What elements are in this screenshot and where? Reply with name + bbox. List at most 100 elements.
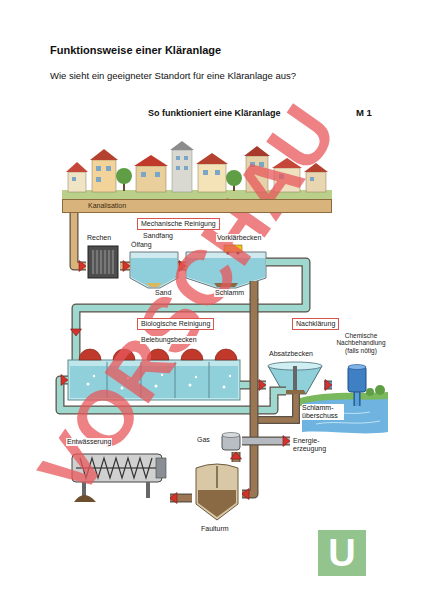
pipe-wall [120, 262, 130, 271]
node-label: Entwässerung [66, 438, 112, 446]
pipe-wall [242, 299, 254, 494]
town-illustration [106, 166, 111, 171]
pipe-wall [232, 452, 241, 462]
digester-tower: Faulturm [192, 462, 242, 535]
pipe-wall [170, 494, 192, 503]
node-label: Schlamm [214, 289, 245, 297]
absatzbecken-tank [284, 390, 306, 394]
rechen-machine [88, 246, 118, 278]
stage-tag: Biologische Reinigung [137, 318, 214, 330]
figure-title: So funktioniert eine Kläranlage [148, 108, 281, 118]
faulturm-tower [196, 464, 238, 520]
node-label: Belebungsbecken [140, 336, 198, 344]
rechen-machine [95, 250, 111, 274]
faulturm-tower [198, 490, 236, 517]
belebungsbecken-tank [79, 349, 101, 360]
pipe-connector [170, 493, 192, 504]
flow-arrowhead [259, 380, 266, 391]
belebungsbecken-tank [223, 386, 226, 389]
pipe-connector [242, 299, 254, 500]
town-illustration [184, 166, 188, 170]
node-label: Sandfang [142, 232, 174, 240]
belebungsbecken-tank [215, 349, 237, 360]
grit-chamber: SandfangÖlfangSand [130, 232, 178, 299]
gas-holder: Gas [196, 430, 242, 452]
belebungsbecken-tank [229, 375, 231, 377]
pipe-connector [324, 380, 332, 391]
flow-arrowhead [61, 375, 68, 386]
river [300, 385, 388, 433]
gas-tank [222, 433, 240, 451]
pipe-fill [74, 213, 86, 266]
chemical-treatment-cylinder [348, 366, 366, 392]
chemical-treatment-cylinder [348, 365, 366, 370]
town-illustration [90, 149, 118, 160]
faulturm-tower [216, 466, 218, 488]
primary-clarifier: VorklärbeckenSchlamm [186, 232, 266, 299]
node-label: Nachklärung [296, 320, 335, 328]
belebungsbecken-tank [195, 376, 197, 378]
town-illustration [155, 172, 160, 177]
chemical-treatment-cylinder [348, 365, 366, 407]
flow-arrowhead [325, 380, 332, 391]
river [366, 388, 374, 396]
flow-arrowhead [231, 452, 242, 459]
pipe-connector [74, 213, 86, 272]
screen-unit: Rechen [86, 234, 120, 280]
chemical-treatment-cylinder [354, 392, 361, 406]
belebungsbecken-tank [73, 336, 80, 362]
dewatering-press [156, 458, 166, 478]
absatzbecken-tank [274, 391, 286, 399]
vorklaerbecken-tank [250, 281, 259, 300]
node-label: Rechen [86, 234, 112, 242]
callout-label: Schlamm- überschuss [302, 404, 344, 420]
node-label: Kanalisation [87, 202, 127, 210]
river [302, 399, 388, 433]
town-illustration [116, 168, 132, 184]
node-label: Ölfang [130, 241, 153, 249]
town-illustration [136, 166, 166, 192]
river [375, 385, 385, 395]
node-label: Absatzbecken [268, 350, 314, 358]
material-number: M 1 [356, 108, 372, 119]
node-label: Mechanische Reinigung [141, 220, 216, 228]
town-illustration [96, 177, 101, 182]
flow-arrowhead [283, 436, 290, 447]
flow-arrowhead [123, 261, 130, 272]
town-illustration [72, 177, 76, 181]
node-label: Energie- erzeugung [292, 437, 336, 453]
dewatering-unit: Entwässerung [66, 438, 170, 506]
node-label: Gas [196, 436, 211, 444]
node-label: U [328, 534, 355, 572]
faulturm-tower [196, 464, 238, 520]
town-illustration [96, 166, 101, 171]
publisher-logo: U [318, 530, 366, 576]
settling-tank: Absatzbecken [266, 350, 324, 398]
town-illustration [176, 156, 180, 160]
stage-tag: Mechanische Reinigung [137, 218, 220, 230]
town-illustration [172, 150, 192, 192]
flow-arrowhead [242, 489, 249, 500]
energy-output: Energie- erzeugung [290, 436, 337, 455]
town-illustration [141, 172, 146, 177]
chemical-treatment: Chemische Nachbehandlung (falls nötig) [332, 332, 391, 394]
town-illustration [184, 156, 188, 160]
town-illustration [66, 162, 88, 172]
pipe-wall [324, 381, 332, 390]
chemical-treatment-cylinder [355, 392, 360, 406]
node-label: Vorklärbecken [216, 234, 262, 242]
pipe-fill [242, 299, 254, 494]
town-illustration [196, 153, 228, 164]
node-label: Chemische Nachbehandlung (falls nötig) [332, 332, 390, 354]
pipe-wall [74, 213, 86, 266]
town-illustration [134, 155, 168, 166]
absatzbecken-tank [274, 391, 286, 399]
aeration-tank: Belebungsbecken [68, 336, 240, 402]
town-illustration [203, 170, 208, 175]
flow-arrowhead [71, 329, 82, 336]
node-label: Sand [154, 289, 172, 297]
rechen-machine [92, 250, 114, 274]
vorklaerbecken-tank [251, 281, 258, 300]
flow-arrowhead [79, 261, 86, 272]
